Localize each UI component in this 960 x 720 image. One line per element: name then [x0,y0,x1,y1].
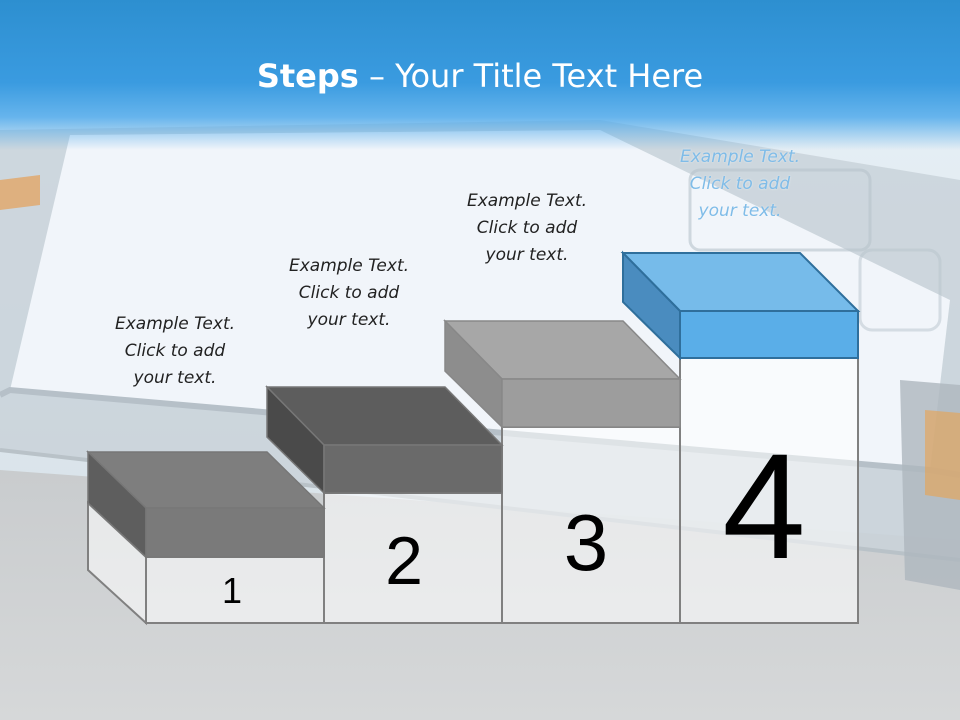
step-3-text-line: Click to add [476,218,578,238]
step-2-text[interactable]: Example Text. Click to add your text. [249,253,449,334]
title-rest: – Your Title Text Here [358,57,704,95]
step-4-text[interactable]: Example Text. Click to add your text. [640,144,840,225]
step-2-number: 2 [385,523,423,599]
step-4-block[interactable] [620,250,861,361]
step-2-text-line: Example Text. [288,256,410,276]
step-1-column-front [145,556,325,624]
step-4-number: 4 [722,422,805,590]
step-1-text[interactable]: Example Text. Click to add your text. [75,311,275,392]
slide-title[interactable]: Steps – Your Title Text Here [0,52,960,100]
step-1-text-line: Click to add [124,341,226,361]
title-bar [0,0,960,150]
title-bold: Steps [256,57,359,95]
step-3-block[interactable] [443,319,682,429]
step-columns [87,357,859,626]
step-1-block[interactable] [86,450,326,559]
step-2-text-line: your text. [307,310,391,330]
step-1-text-line: Example Text. [114,314,236,334]
step-3-text[interactable]: Example Text. Click to add your text. [427,188,627,269]
step-4-text-line: your text. [698,201,782,221]
step-4-text-line: Click to add [689,174,791,194]
step-1-text-line: your text. [133,368,217,388]
step-1-number: 1 [222,570,242,611]
step-4-text-line: Example Text. [679,147,801,167]
step-3-number: 3 [564,498,609,587]
step-3-text-line: Example Text. [466,191,588,211]
step-3-column-front [501,426,681,624]
step-4-column-front [679,357,859,624]
step-3-text-line: your text. [485,245,569,265]
step-2-text-line: Click to add [298,283,400,303]
step-2-block[interactable] [265,385,504,495]
